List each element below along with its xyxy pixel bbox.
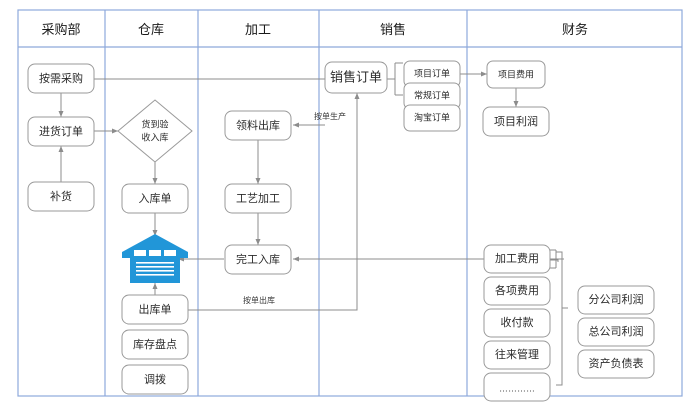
node-shape[interactable] [483, 244, 551, 274]
node-issue-note[interactable]: 出库单 [121, 294, 189, 325]
node-process-operation[interactable]: 工艺加工 [224, 183, 292, 214]
node-label: 总公司利润 [589, 324, 644, 338]
node-project-cost[interactable]: 项目费用 [486, 60, 546, 89]
node-label: 项目费用 [498, 68, 534, 79]
warehouse-icon-vent-2 [149, 250, 161, 256]
node-label: 按需采购 [39, 71, 83, 85]
node-shape[interactable] [483, 372, 551, 402]
node-label: 调拨 [144, 372, 166, 386]
node-shape[interactable] [577, 285, 655, 315]
node-replenishment[interactable]: 补货 [27, 181, 95, 212]
node-label: 常规订单 [414, 89, 450, 100]
node-shape[interactable] [403, 104, 461, 132]
node-shape[interactable] [482, 106, 550, 137]
node-project-order[interactable]: 项目订单 [403, 60, 461, 88]
lane-header-sales: 销售 [380, 22, 406, 37]
node-label: 进货订单 [39, 124, 83, 138]
node-on-demand-purchase[interactable]: 按需采购 [27, 63, 95, 94]
node-label: 库存盘点 [133, 337, 177, 351]
node-processing-fee[interactable]: 加工费用 [483, 244, 551, 274]
connectors [58, 71, 519, 311]
warehouse-icon-door-line-2 [136, 266, 174, 268]
node-shape[interactable] [224, 183, 292, 214]
node-branch-company-profit[interactable]: 分公司利润 [577, 285, 655, 315]
edge-label-make-to-order: 按单生产 [314, 111, 346, 121]
node-finished-goods-receipt[interactable]: 完工入库 [224, 244, 292, 275]
node-label-line2: 收入库 [141, 131, 168, 142]
warehouse-icon-door-line-4 [136, 274, 174, 276]
warehouse-icon-vent-3 [164, 250, 176, 256]
node-shape[interactable] [577, 317, 655, 347]
node-label: 入库单 [139, 192, 172, 205]
warehouse-icon-door-line-3 [136, 270, 174, 272]
node-shape[interactable] [27, 181, 95, 212]
node-label: 收付款 [501, 315, 534, 329]
node-label: 分公司利润 [589, 292, 644, 306]
node-stocktaking[interactable]: 库存盘点 [121, 329, 189, 360]
edge-label-issue-to-order: 按单出库 [243, 295, 275, 305]
node-label: 补货 [50, 189, 72, 203]
node-shape[interactable] [27, 116, 95, 147]
node-label: 项目订单 [414, 67, 450, 78]
node-shape[interactable] [483, 276, 551, 306]
lane-header-warehouse: 仓库 [138, 22, 164, 37]
node-label: 资产负债表 [589, 356, 644, 370]
node-label: 领料出库 [236, 118, 280, 132]
node-shape[interactable] [27, 63, 95, 94]
node-shape[interactable] [577, 349, 655, 379]
edge-issue-note-to-so [185, 93, 360, 311]
node-shape[interactable] [121, 183, 189, 214]
node-headquarters-profit[interactable]: 总公司利润 [577, 317, 655, 347]
lane-header-processing: 加工 [245, 22, 271, 37]
node-taobao-order[interactable]: 淘宝订单 [403, 104, 461, 132]
edge-labels: 按单生产 按单出库 [243, 111, 346, 305]
node-label: 工艺加工 [236, 192, 280, 205]
node-regular-order[interactable]: 常规订单 [403, 82, 461, 110]
warehouse-icon-door-line-1 [136, 262, 174, 264]
lane-header-finance: 财务 [562, 22, 588, 37]
node-purchase-order[interactable]: 进货订单 [27, 116, 95, 147]
node-label: 销售订单 [330, 69, 382, 84]
node-shape[interactable] [483, 308, 551, 338]
node-label: 往来管理 [495, 347, 539, 361]
node-label: ………… [499, 383, 535, 393]
lane-header-purchasing: 采购部 [41, 22, 80, 37]
node-label: 出库单 [139, 302, 172, 316]
node-shape[interactable] [121, 329, 189, 360]
node-shape[interactable] [224, 110, 292, 141]
node-project-profit[interactable]: 项目利润 [482, 106, 550, 137]
node-label-line1: 货到验 [141, 118, 168, 129]
node-balance-sheet[interactable]: 资产负债表 [577, 349, 655, 379]
diagram-outer-border [17, 9, 683, 397]
brace-sales-orders [387, 62, 403, 96]
node-shape[interactable] [324, 61, 388, 94]
node-label: 加工费用 [495, 252, 539, 265]
node-shape[interactable] [486, 60, 546, 89]
warehouse-icon-vent-1 [134, 250, 146, 256]
warehouse-icon-roof-body [122, 234, 188, 283]
warehouse-icon [122, 234, 188, 283]
node-label: 完工入库 [236, 252, 280, 266]
node-misc-fee[interactable]: 各项费用 [483, 276, 551, 306]
node-goods-receipt-note[interactable]: 入库单 [121, 183, 189, 214]
brace-fees-to-company-profit [556, 251, 568, 386]
node-label: 项目利润 [494, 114, 538, 128]
node-sales-order[interactable]: 销售订单 [324, 61, 388, 94]
node-more-items[interactable]: ………… [483, 372, 551, 402]
node-shape[interactable] [121, 294, 189, 325]
lane-headers: 采购部 仓库 加工 销售 财务 [41, 22, 588, 37]
node-goods-inspection-warehousing[interactable]: 货到验 收入库 [117, 99, 193, 163]
node-label: 淘宝订单 [414, 111, 450, 122]
node-label: 各项费用 [495, 283, 539, 297]
node-shape[interactable] [121, 364, 189, 395]
node-shape-diamond[interactable] [117, 99, 193, 163]
node-ar-ap-management[interactable]: 往来管理 [483, 340, 551, 370]
node-material-issue[interactable]: 领料出库 [224, 110, 292, 141]
node-receipts-payments[interactable]: 收付款 [483, 308, 551, 338]
node-shape[interactable] [483, 340, 551, 370]
node-shape[interactable] [224, 244, 292, 275]
node-transfer[interactable]: 调拨 [121, 364, 189, 395]
